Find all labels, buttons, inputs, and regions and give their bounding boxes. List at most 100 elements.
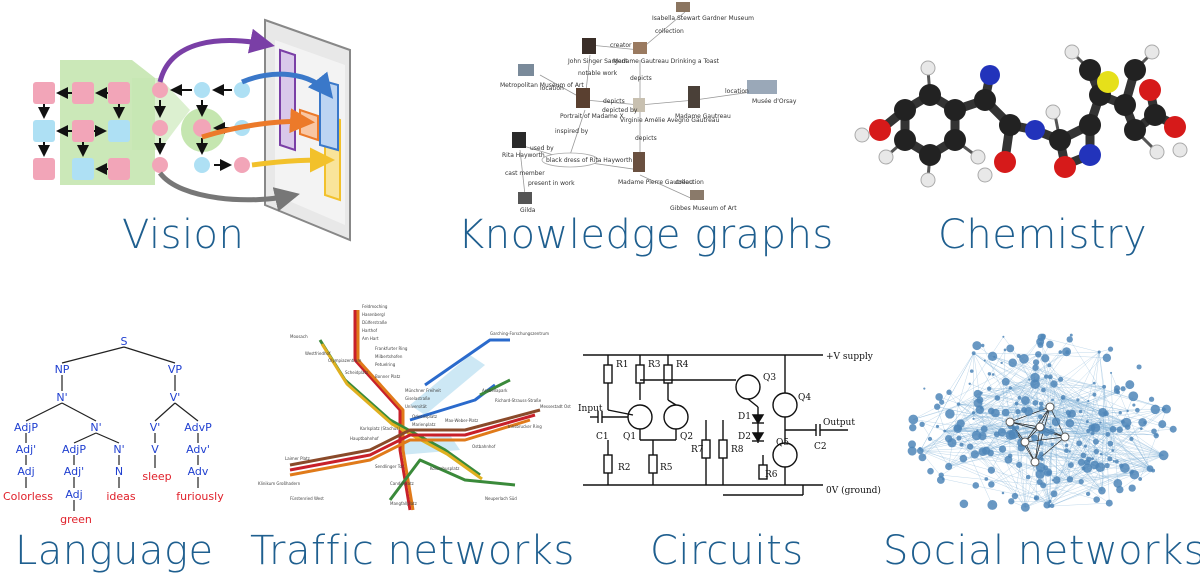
map-station-kolumbusplatz: Kolumbusplatz bbox=[430, 466, 459, 471]
circuit-label-output: Output bbox=[823, 418, 855, 428]
kg-node-pierre-gautreau: Madame Pierre Gautreau bbox=[618, 179, 693, 186]
map-station-richard-strauss-strasse: Richard-Strauss-Straße bbox=[495, 398, 542, 403]
map-station-fuerstenried-west: Fürstenried West bbox=[290, 496, 324, 501]
kg-node-black-dress: black dress of Rita Hayworth bbox=[546, 157, 632, 164]
map-station-frankfurter-ring: Frankfurter Ring bbox=[375, 346, 408, 351]
tree-node-n-bar-3: N' bbox=[113, 443, 124, 456]
kg-edge-notable-work: notable work bbox=[578, 70, 618, 77]
map-station-moosach: Moosach bbox=[290, 334, 308, 339]
map-station-scheidplatz: Scheidplatz bbox=[345, 370, 368, 375]
circuit-label-d2: D2 bbox=[738, 432, 751, 442]
tree-node-adjp: AdjP bbox=[14, 421, 38, 434]
circuit-label-c1: C1 bbox=[596, 432, 609, 442]
tree-node-adj-2: Adj bbox=[65, 488, 82, 501]
map-station-karlsplatz: Karlsplatz (Stachus) bbox=[360, 426, 400, 431]
kg-node-madame-toast: Madame Gautreau Drinking a Toast bbox=[613, 58, 720, 65]
kg-node-met: Metropolitan Museum of Art bbox=[500, 82, 584, 89]
kg-node-gilda: Gilda bbox=[520, 207, 536, 214]
kg-edge-inspired-by: inspired by bbox=[555, 128, 589, 135]
tree-word-green: green bbox=[60, 513, 92, 526]
map-station-arabellapark: Arabellapark bbox=[482, 388, 508, 393]
circuit-label-supply: +V supply bbox=[826, 352, 874, 362]
kg-node-rita: Rita Hayworth bbox=[502, 152, 545, 159]
kg-node-madame-gautreau: Madame Gautreau bbox=[675, 113, 731, 120]
kg-node-portrait-x: Portrait of Madame X bbox=[560, 113, 624, 120]
circuit-label-r2: R2 bbox=[618, 463, 631, 473]
kg-node-gibbes: Gibbes Museum of Art bbox=[670, 205, 737, 212]
map-station-odeonsplatz: Odeonsplatz bbox=[412, 414, 437, 419]
map-station-max-weber-platz: Max-Weber-Platz bbox=[445, 418, 478, 423]
circuit-label-q5: Q5 bbox=[776, 438, 789, 448]
tree-word-ideas: ideas bbox=[106, 490, 136, 503]
kg-node-orsay: Musée d'Orsay bbox=[752, 98, 797, 105]
circuit-illustration: +V supply Input R1 R3 R4 Q3 Q4 C1 Q1 Q2 … bbox=[578, 352, 881, 496]
tree-node-adj-bar: Adj' bbox=[16, 443, 36, 456]
map-station-giselastrasse: Giselastraße bbox=[405, 396, 431, 401]
parse-tree-illustration: S NP VP N' V' AdjP N' V' AdvP Adj' AdjP … bbox=[3, 335, 224, 526]
vision-panel bbox=[20, 10, 360, 242]
transit-map-illustration: Feldmoching Hasenbergl Dülferstraße Hart… bbox=[258, 304, 571, 511]
map-station-klinikum-grosshadern: Klinikum Großhadern bbox=[258, 481, 301, 486]
circuit-label-r3: R3 bbox=[648, 360, 661, 370]
circuit-label-r5: R5 bbox=[660, 463, 673, 473]
tree-node-n-bar-2: N' bbox=[90, 421, 101, 434]
kg-edge-collection: collection bbox=[655, 28, 684, 35]
kg-node-isabella: Isabella Stewart Gardner Museum bbox=[652, 15, 754, 22]
circuit-label-ground: 0V (ground) bbox=[826, 485, 881, 496]
caption-circuits: Circuits bbox=[650, 528, 804, 574]
map-station-westfriedhof: Westfriedhof bbox=[305, 351, 331, 356]
map-station-harthof: Harthof bbox=[362, 328, 378, 333]
map-station-ostbahnhof: Ostbahnhof bbox=[472, 444, 496, 449]
map-station-garching: Garching-Forschungszentrum bbox=[490, 331, 549, 336]
map-station-messestadt-ost: Messestadt Ost bbox=[540, 404, 571, 409]
map-station-innsbrucker-ring: Innsbrucker Ring bbox=[508, 424, 542, 429]
circuit-label-input: Input bbox=[578, 404, 603, 414]
tree-node-v-bar: V' bbox=[170, 391, 181, 404]
kg-edge-depicted-by: depicted by bbox=[602, 107, 638, 114]
tree-node-n: N bbox=[115, 465, 123, 478]
social-network-illustration bbox=[907, 333, 1177, 512]
caption-language: Language bbox=[15, 528, 214, 574]
tree-word-colorless: Colorless bbox=[3, 490, 53, 503]
kg-edge-creator: creator bbox=[610, 42, 632, 49]
tree-node-np: NP bbox=[55, 363, 70, 376]
map-station-universitaet: Universität bbox=[405, 404, 427, 409]
circuit-label-r7: R7 bbox=[691, 445, 704, 455]
kg-node-virginie: Virginie Amélie Avegno Gautreau bbox=[620, 117, 719, 124]
kg-edge-location-2: location bbox=[725, 88, 749, 95]
molecule-illustration bbox=[854, 44, 1188, 188]
map-station-sendlinger-tor: Sendlinger Tor bbox=[375, 464, 404, 469]
knowledge-graph-illustration: Isabella Stewart Gardner Museum John Sin… bbox=[500, 2, 797, 214]
tree-node-adv: Adv bbox=[188, 465, 209, 478]
kg-edge-used-by: used by bbox=[530, 145, 554, 152]
tree-node-vp: VP bbox=[168, 363, 183, 376]
map-station-candidplatz: Candidplatz bbox=[390, 481, 414, 486]
circuit-label-q3: Q3 bbox=[763, 373, 776, 383]
kg-node-sargent: John Singer Sargent bbox=[567, 58, 628, 65]
knowledge-graph-panel: Isabella Stewart Gardner Museum John Sin… bbox=[490, 0, 810, 215]
tree-word-furiously: furiously bbox=[176, 490, 224, 503]
caption-traffic-networks: Traffic networks bbox=[250, 528, 575, 574]
kg-edge-collection-2: collection bbox=[675, 179, 704, 186]
map-station-mangfallplatz: Mangfallplatz bbox=[390, 501, 417, 506]
map-station-feldmoching: Feldmoching bbox=[362, 304, 388, 309]
kg-edge-depicts-3: depicts bbox=[635, 135, 657, 142]
circuits-panel: +V supply Input R1 R3 R4 Q3 Q4 C1 Q1 Q2 … bbox=[578, 345, 881, 505]
circuit-label-d1: D1 bbox=[738, 412, 751, 422]
kg-edge-depicts-2: depicts bbox=[603, 98, 625, 105]
map-station-am-hart: Am Hart bbox=[362, 336, 379, 341]
map-station-laimer-platz: Laimer Platz bbox=[285, 456, 310, 461]
caption-social-networks: Social networks bbox=[883, 528, 1200, 574]
circuit-label-r8: R8 bbox=[731, 445, 744, 455]
circuit-label-r1: R1 bbox=[616, 360, 629, 370]
tree-node-advp: AdvP bbox=[184, 421, 212, 434]
circuit-label-r6: R6 bbox=[765, 470, 778, 480]
circuit-label-r4: R4 bbox=[676, 360, 689, 370]
circuit-label-c2: C2 bbox=[814, 442, 827, 452]
social-panel bbox=[890, 322, 1180, 537]
circuit-label-q1: Q1 bbox=[623, 432, 636, 442]
map-station-milbertshofen: Milbertshofen bbox=[375, 354, 403, 359]
kg-edge-depicts-1: depicts bbox=[630, 75, 652, 82]
tree-node-adj-bar-2: Adj' bbox=[64, 465, 84, 478]
tree-node-n-bar: N' bbox=[56, 391, 67, 404]
